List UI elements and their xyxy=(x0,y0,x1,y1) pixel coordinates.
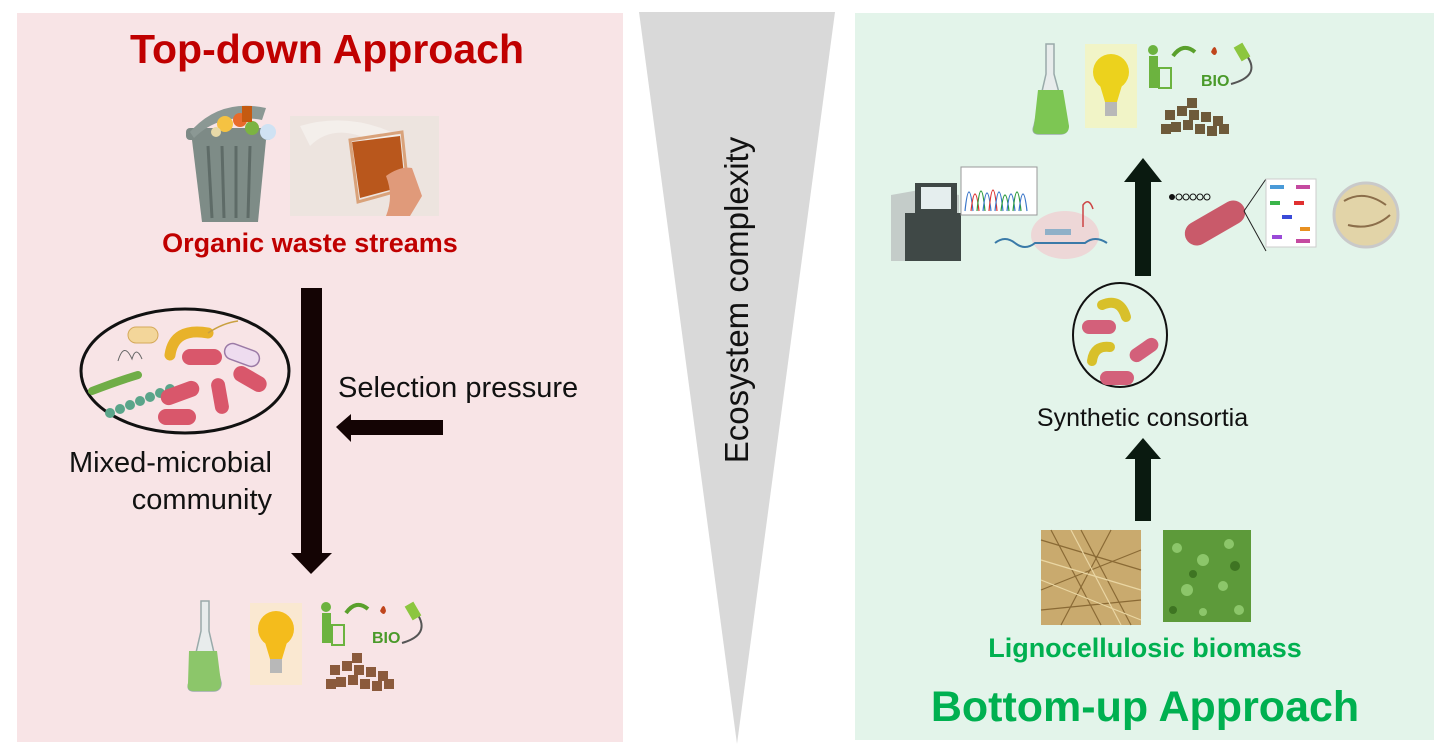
grass-clippings-image-icon xyxy=(1163,530,1251,622)
organic-waste-label: Organic waste streams xyxy=(162,228,458,258)
bottom-up-title: Bottom-up Approach xyxy=(930,683,1360,731)
pellets-icon xyxy=(326,653,394,691)
petri-dish-icon xyxy=(1332,181,1400,249)
light-bulb-icon xyxy=(1085,44,1137,128)
sequencing-tools-icons xyxy=(891,166,1108,261)
trash-can-food-waste-icon xyxy=(186,105,276,222)
synthetic-consortia-label: Synthetic consortia xyxy=(1036,404,1249,432)
engineered-bacterium-icon xyxy=(1169,193,1246,246)
top-down-title: Top-down Approach xyxy=(130,26,524,72)
light-bulb-icon xyxy=(250,603,302,685)
bottom-up-panel xyxy=(855,13,1434,740)
pellets-icon xyxy=(1161,98,1229,136)
spilled-beer-mug-icon xyxy=(290,116,439,216)
recycle-person-icon xyxy=(1148,45,1197,89)
flask-green-liquid-icon xyxy=(187,600,222,692)
straw-image-icon xyxy=(1040,529,1142,626)
down-arrow xyxy=(291,288,332,574)
sequencer-instrument-icon xyxy=(891,183,961,261)
recycle-person-icon xyxy=(321,602,370,646)
selection-pressure-label: Selection pressure xyxy=(338,372,579,404)
chromatogram-icon xyxy=(960,166,1038,216)
community-label-line1: Mixed-microbial xyxy=(68,447,272,479)
metabolic-map-icon xyxy=(1243,178,1317,252)
lignocellulosic-biomass-label: Lignocellulosic biomass xyxy=(988,633,1302,663)
community-label-line2: community xyxy=(131,484,272,516)
mixed-microbial-community-icon xyxy=(79,307,291,435)
crispr-dna-icon xyxy=(994,201,1108,259)
svg-text:BIO: BIO xyxy=(1201,73,1229,90)
selection-pressure-arrow xyxy=(336,414,443,442)
svg-text:BIO: BIO xyxy=(372,630,400,647)
biofuel-pump-icon: BIO xyxy=(1201,42,1253,90)
right-products-icons: BIO xyxy=(1032,42,1253,136)
flask-green-liquid-icon xyxy=(1032,43,1069,135)
community-label: Mixed-microbial community xyxy=(38,445,272,519)
left-products-icons: BIO xyxy=(187,600,423,692)
synthetic-consortia-icon xyxy=(1072,282,1168,388)
biofuel-pump-icon: BIO xyxy=(372,601,423,647)
engineering-tools-icons xyxy=(1169,178,1400,252)
